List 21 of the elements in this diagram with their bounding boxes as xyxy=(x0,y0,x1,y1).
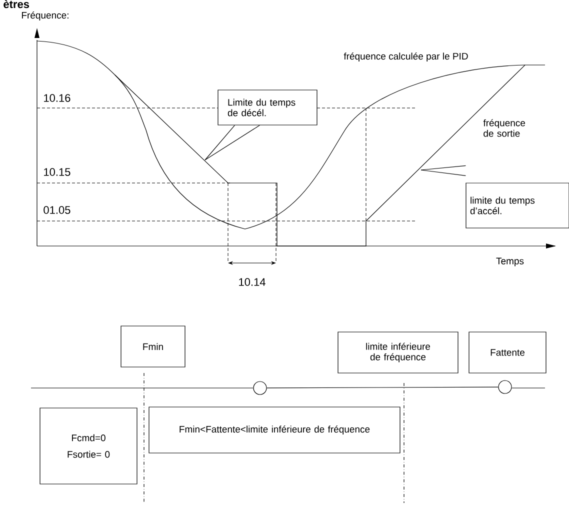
value-label: 10.16 xyxy=(44,94,70,102)
text-box: Fcmd=0 Fsortie= 0 xyxy=(40,408,138,484)
text-box: Fmin xyxy=(120,326,186,368)
circle-marker xyxy=(253,381,267,395)
value-label: 01.05 xyxy=(44,206,70,214)
text-box: Fmin<Fattente<limite inférieure de fréquence xyxy=(148,406,400,454)
curve-label: fréquence de sortie xyxy=(483,119,526,137)
axis-label: Temps xyxy=(496,258,524,266)
heading: ètres xyxy=(4,0,30,8)
text-box: Fattente xyxy=(468,332,546,374)
callout-box: limite du temps d’accél. xyxy=(420,165,569,228)
text-box: limite inférieure de fréquence xyxy=(338,332,458,374)
dimension-label: 10.14 xyxy=(239,278,266,286)
curve-label: fréquence calculée par le PID xyxy=(344,52,468,62)
value-label: 10.15 xyxy=(44,168,70,176)
leader-line xyxy=(420,170,466,176)
axis-label: Fréquence: xyxy=(22,12,68,20)
callout-box: Limite du temps de décél. xyxy=(204,90,318,160)
circle-marker xyxy=(498,380,512,394)
timeline xyxy=(266,386,498,388)
leader-line xyxy=(204,125,235,160)
